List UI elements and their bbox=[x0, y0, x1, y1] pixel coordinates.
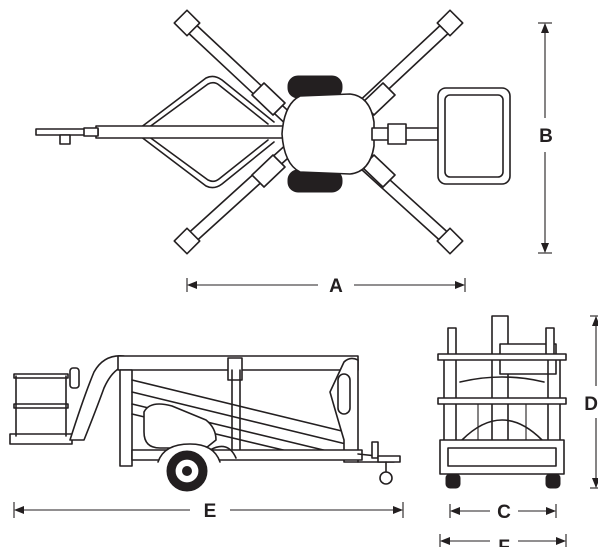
dimension-b: B bbox=[538, 22, 553, 254]
side-view bbox=[9, 355, 401, 492]
top-view bbox=[35, 9, 511, 255]
label-c: C bbox=[497, 502, 511, 523]
trailer-frame bbox=[35, 75, 287, 189]
platform-basket-top bbox=[437, 87, 511, 185]
label-e: E bbox=[204, 501, 217, 522]
label-b: B bbox=[539, 126, 553, 147]
dimension-f: F bbox=[439, 534, 567, 547]
front-view bbox=[437, 315, 567, 489]
dimension-d: D bbox=[584, 315, 598, 489]
label-d: D bbox=[584, 394, 598, 415]
dimension-a: A bbox=[186, 276, 466, 297]
label-f: F bbox=[498, 537, 510, 547]
turret-top bbox=[281, 93, 375, 175]
hydraulic-body bbox=[143, 403, 217, 449]
label-a: A bbox=[329, 276, 343, 297]
dimension-c: C bbox=[449, 502, 557, 523]
wheel-side bbox=[157, 443, 221, 492]
dimension-e: E bbox=[13, 501, 404, 522]
front-chassis bbox=[439, 439, 565, 475]
platform-basket-side bbox=[9, 367, 80, 445]
